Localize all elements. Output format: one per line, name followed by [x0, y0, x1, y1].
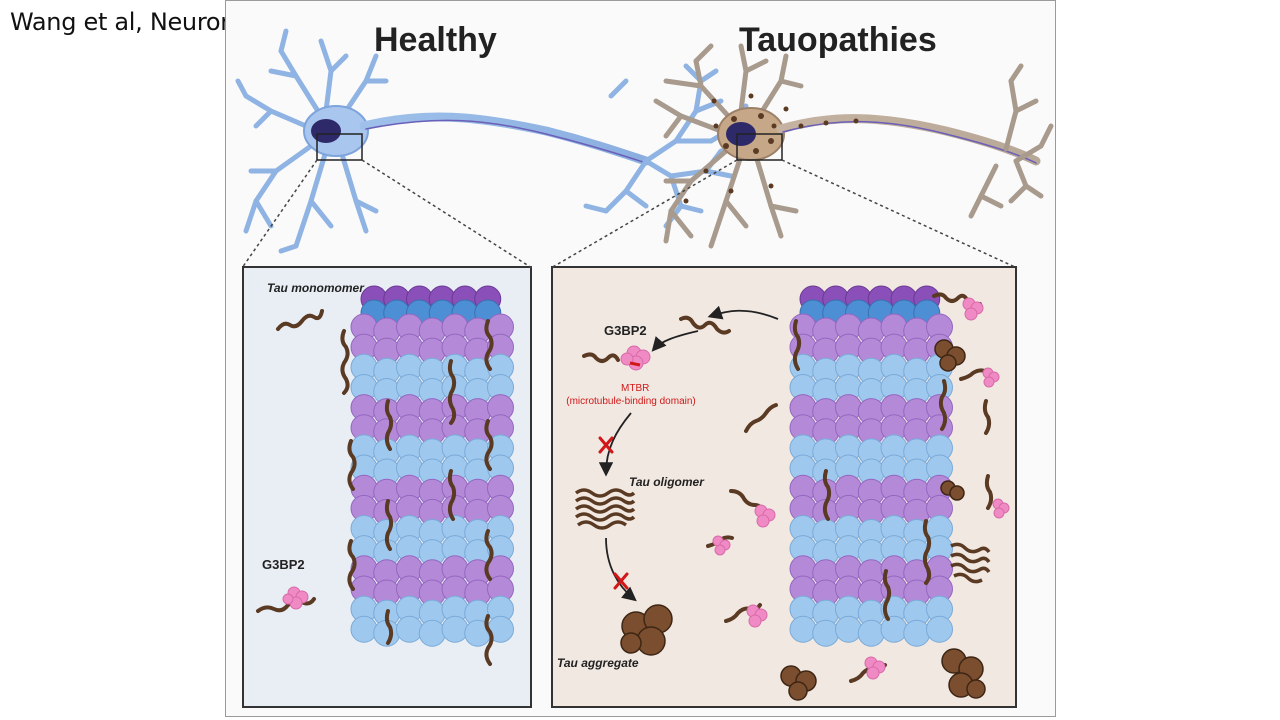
g3bp2-protein-healthy — [282, 586, 309, 610]
g3bp2-label-healthy: G3BP2 — [262, 557, 305, 572]
figure-frame: Healthy Tauopathies — [225, 0, 1056, 717]
tau-monomer-label: Tau monomomer — [267, 281, 364, 295]
heading-tauopathies: Tauopathies — [739, 21, 937, 59]
tauopathy-neuron — [653, 43, 1054, 249]
mtbr-description: (microtubule-binding domain) — [566, 396, 696, 407]
tau-oligomer-label: Tau oligomer — [629, 475, 704, 489]
tau-aggregates — [620, 339, 986, 701]
diagram-graphics — [235, 28, 1054, 701]
g3bp2-label-disease: G3BP2 — [604, 323, 647, 338]
heading-healthy: Healthy — [374, 21, 497, 59]
tauopathy-microtubule — [789, 285, 953, 647]
g3bp2-proteins-disease — [620, 297, 1010, 680]
tau-aggregate-label: Tau aggregate — [557, 656, 639, 670]
mtbr-label: MTBR — [621, 383, 650, 394]
block-marks — [598, 436, 629, 590]
tau-oligomer-right — [950, 542, 991, 584]
tau-strands-healthy — [256, 309, 494, 666]
tau-oligomer — [574, 488, 636, 530]
